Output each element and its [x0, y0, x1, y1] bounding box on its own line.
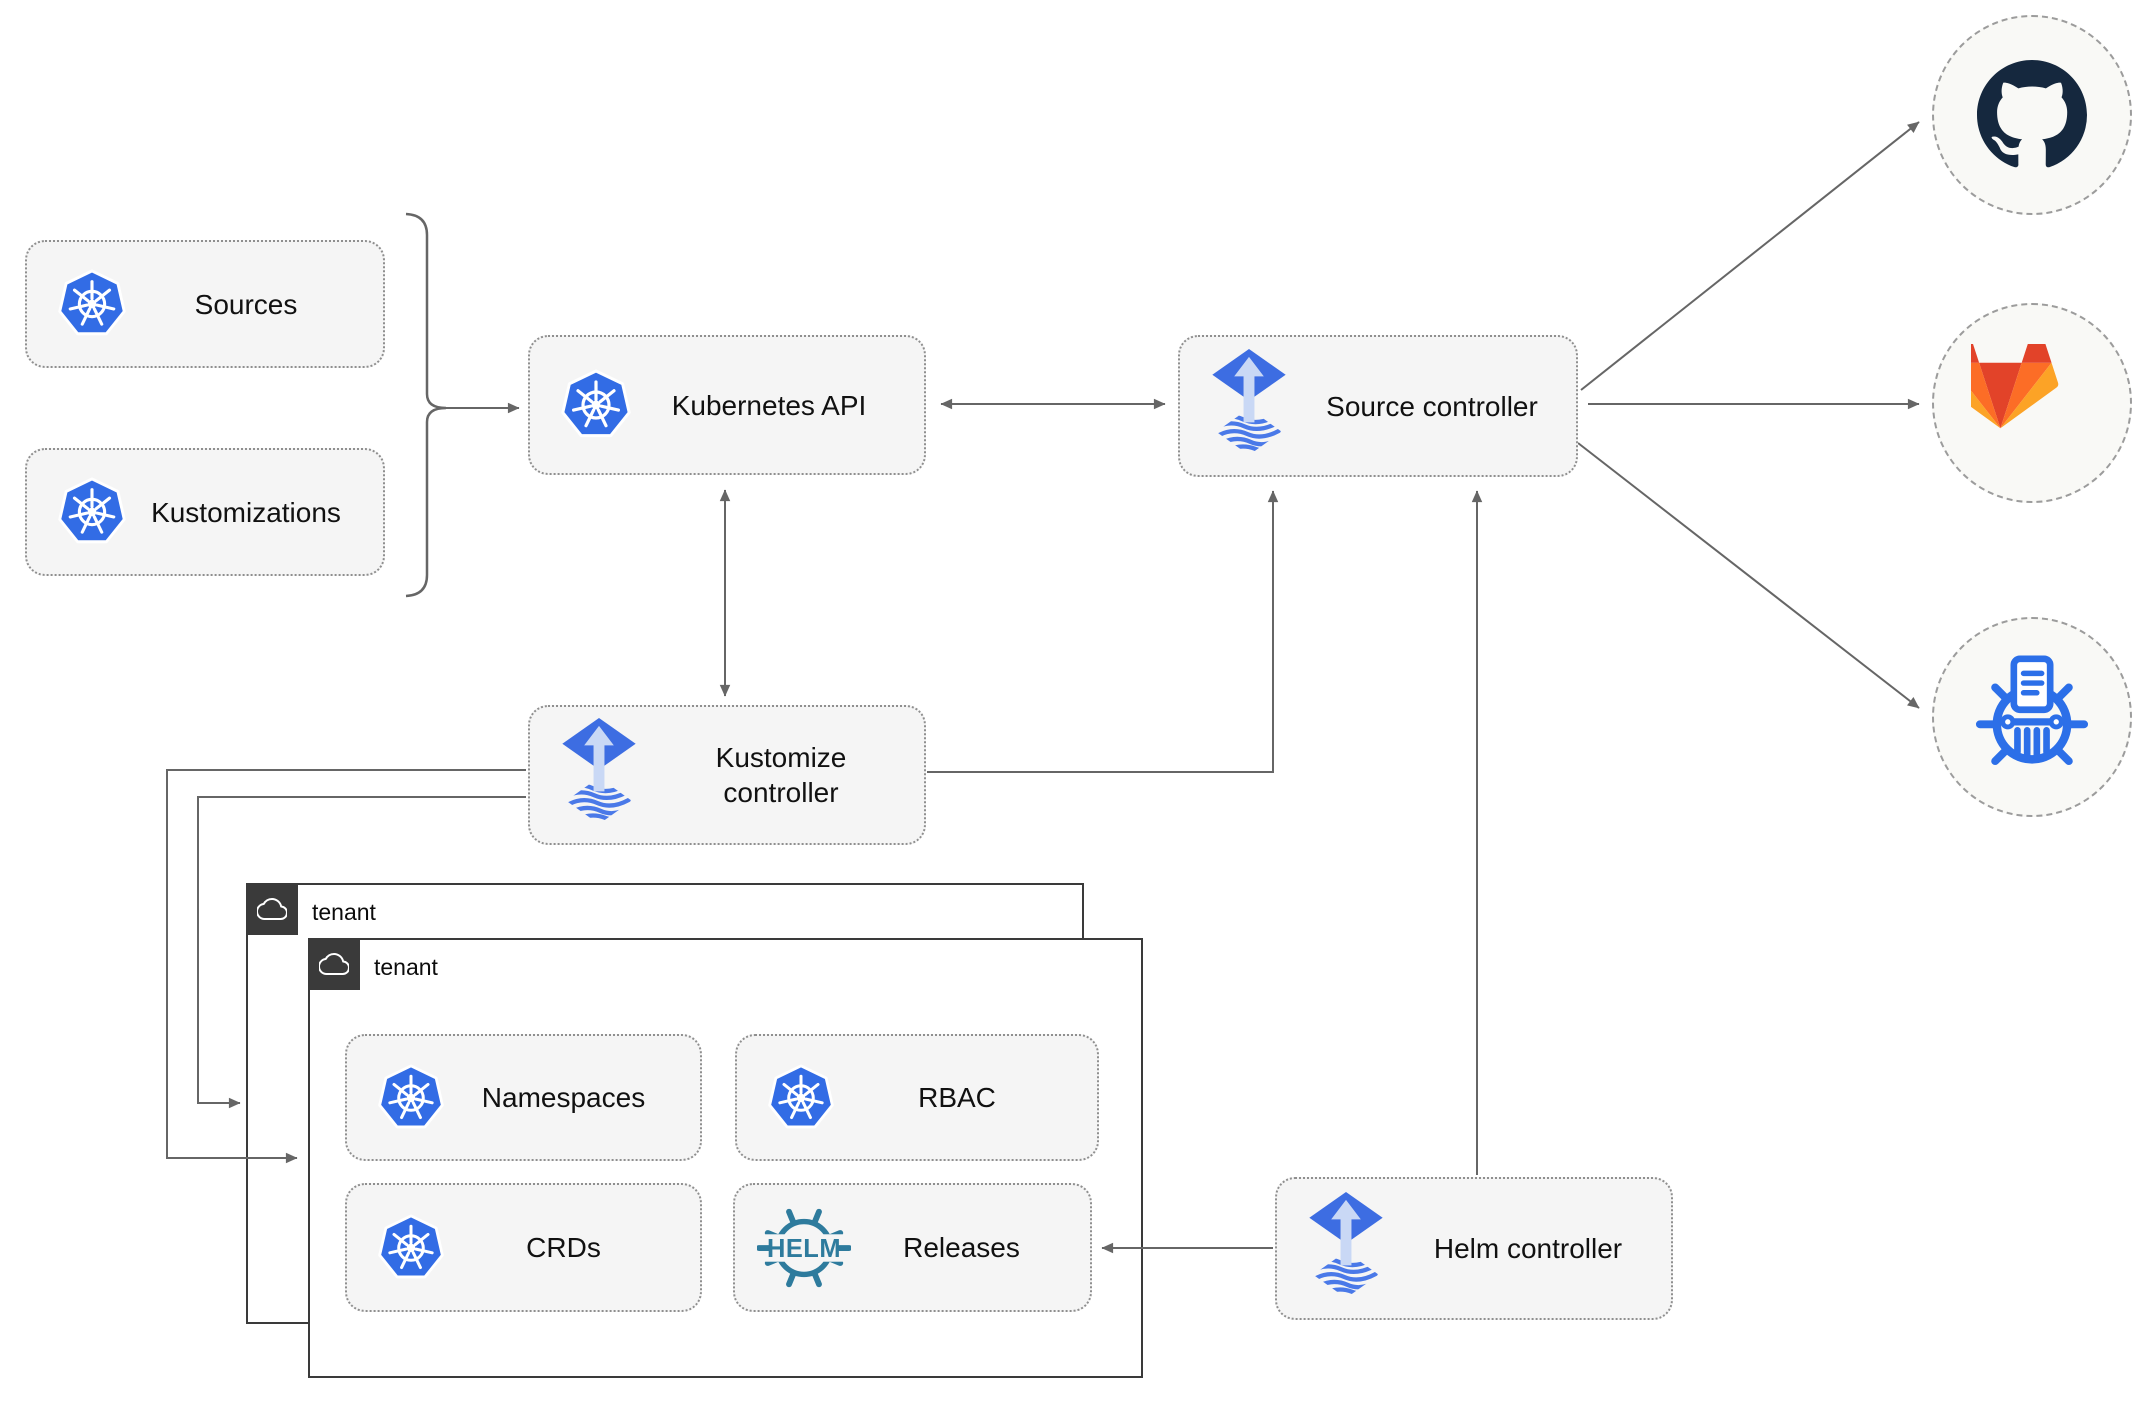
- node-label: Kustomize controller: [715, 742, 847, 808]
- target-registry: [1932, 617, 2132, 817]
- edge-kustomize-to-source-controller: [927, 490, 1279, 773]
- flux-icon: [1307, 1189, 1385, 1309]
- target-github: [1932, 15, 2132, 215]
- node-label: Source controller: [1326, 390, 1538, 422]
- github-icon: [1976, 60, 2088, 170]
- tenant-label: tenant: [312, 899, 376, 925]
- node-label: Releases: [903, 1232, 1020, 1263]
- node-label: RBAC: [918, 1082, 996, 1113]
- cloud-icon: [255, 894, 289, 924]
- kubernetes-icon: [57, 477, 127, 547]
- node-releases: HELM Releases: [733, 1183, 1092, 1312]
- target-gitlab: [1932, 303, 2132, 503]
- kubernetes-icon: [767, 1064, 835, 1132]
- node-helm-controller: Helm controller: [1275, 1177, 1673, 1320]
- node-label: CRDs: [526, 1232, 601, 1263]
- tenant-badge: [246, 883, 298, 935]
- node-label: Namespaces: [481, 1082, 646, 1113]
- node-kubernetes-api: Kubernetes API: [528, 335, 926, 475]
- node-label: Helm controller: [1433, 1233, 1623, 1264]
- edge-source-to-registry: [1577, 442, 1920, 709]
- node-rbac: RBAC: [735, 1034, 1099, 1161]
- brace-sources-group: [405, 212, 447, 598]
- gitlab-icon: [1971, 344, 2093, 462]
- helm-logo-text: HELM: [767, 1234, 841, 1262]
- registry-icon: [1969, 654, 2095, 780]
- cloud-icon: [317, 949, 351, 979]
- node-label: Sources: [194, 288, 298, 320]
- node-label: Kubernetes API: [671, 389, 867, 421]
- flux-icon: [1210, 346, 1288, 466]
- kubernetes-icon: [57, 269, 127, 339]
- kubernetes-icon: [377, 1214, 445, 1282]
- node-source-controller: Source controller: [1178, 335, 1578, 477]
- flux-icon: [560, 715, 638, 835]
- kubernetes-icon: [560, 369, 632, 441]
- helm-icon: HELM: [757, 1208, 851, 1287]
- node-label: Kustomizations: [151, 496, 341, 528]
- node-namespaces: Namespaces: [345, 1034, 702, 1161]
- node-sources: Sources: [25, 240, 385, 368]
- tenant-label: tenant: [374, 954, 438, 980]
- node-crds: CRDs: [345, 1183, 702, 1312]
- tenant-badge: [308, 938, 360, 990]
- edge-source-to-github: [1580, 121, 1920, 391]
- kubernetes-icon: [377, 1064, 445, 1132]
- node-kustomizations: Kustomizations: [25, 448, 385, 576]
- node-kustomize-controller: Kustomize controller: [528, 705, 926, 845]
